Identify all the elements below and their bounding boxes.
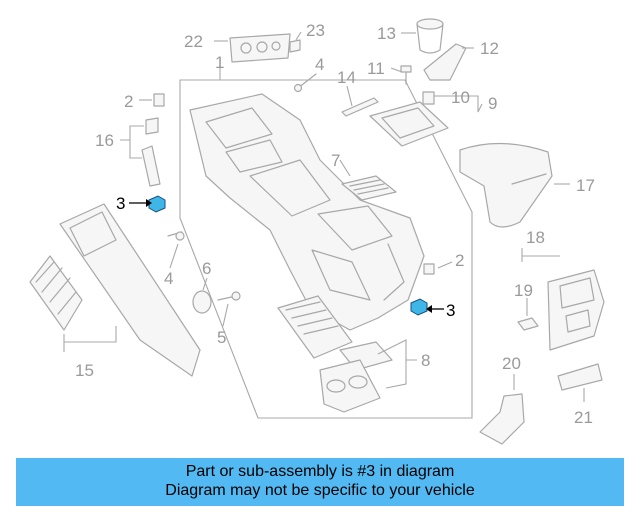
assembly-frame xyxy=(179,79,473,419)
callout-8: 8 xyxy=(421,351,430,370)
part-13-cupholder-insert xyxy=(416,18,444,54)
callout-12: 12 xyxy=(480,39,499,58)
part-4-screw-lower xyxy=(167,231,185,241)
callout-18: 18 xyxy=(526,228,545,247)
callout-3-left: 3 xyxy=(116,194,125,213)
parts-diagram: 22 23 13 12 1 4 11 14 2 10 9 16 7 17 3 1… xyxy=(29,18,605,445)
part-6-grommet xyxy=(192,290,212,314)
part-3-clip-left xyxy=(148,195,166,213)
callout-5: 5 xyxy=(217,328,226,347)
part-18-rear-vent xyxy=(547,269,605,351)
callout-1: 1 xyxy=(215,53,224,72)
callout-22: 22 xyxy=(184,32,203,51)
part-7-mat xyxy=(341,175,397,201)
part-19-trim xyxy=(517,317,539,331)
part-10-clip xyxy=(422,91,435,105)
callout-9: 9 xyxy=(488,94,497,113)
part-23-clip xyxy=(289,39,301,53)
callout-6: 6 xyxy=(202,259,211,278)
callout-14: 14 xyxy=(337,68,356,87)
part-3-clip-right xyxy=(410,298,428,316)
part-20-duct xyxy=(479,393,525,445)
part-1-console-body xyxy=(189,93,425,331)
callout-10: 10 xyxy=(451,88,470,107)
callout-2-right: 2 xyxy=(455,251,464,270)
part-14-trim-strip xyxy=(341,97,379,117)
part-4-screw-upper xyxy=(293,73,317,93)
part-2-clip-upper xyxy=(153,93,165,107)
info-banner: Part or sub-assembly is #3 in diagram Di… xyxy=(16,458,624,506)
callout-16: 16 xyxy=(95,131,114,150)
callout-2-upper: 2 xyxy=(124,92,133,111)
banner-line-1: Part or sub-assembly is #3 in diagram xyxy=(185,463,455,480)
banner-line-2: Diagram may not be specific to your vehi… xyxy=(165,482,475,499)
callout-21: 21 xyxy=(574,408,593,427)
part-15-side-panel xyxy=(29,203,201,377)
leader-lines xyxy=(63,31,585,402)
part-12-trim xyxy=(423,43,467,81)
part-11-bolt xyxy=(400,65,412,85)
callout-3-right: 3 xyxy=(446,301,455,320)
highlight-leaders xyxy=(129,199,444,313)
callout-19: 19 xyxy=(514,281,533,300)
part-21-panel xyxy=(557,363,603,391)
callout-23: 23 xyxy=(306,21,325,40)
callout-17: 17 xyxy=(576,176,595,195)
part-5-screw xyxy=(217,291,241,301)
part-17-armrest xyxy=(459,142,553,228)
callout-4-upper: 4 xyxy=(315,55,324,74)
part-8-cupholder-tray xyxy=(277,295,393,413)
callout-20: 20 xyxy=(502,354,521,373)
callout-7: 7 xyxy=(331,151,340,170)
callout-4-lower: 4 xyxy=(164,269,173,288)
part-2-clip-right xyxy=(423,263,435,275)
callout-11: 11 xyxy=(367,59,385,78)
callout-13: 13 xyxy=(377,24,396,43)
callout-15: 15 xyxy=(75,361,94,380)
part-22-bezel xyxy=(229,33,291,63)
part-9-tray xyxy=(369,101,449,147)
part-16-bracket xyxy=(141,117,161,187)
